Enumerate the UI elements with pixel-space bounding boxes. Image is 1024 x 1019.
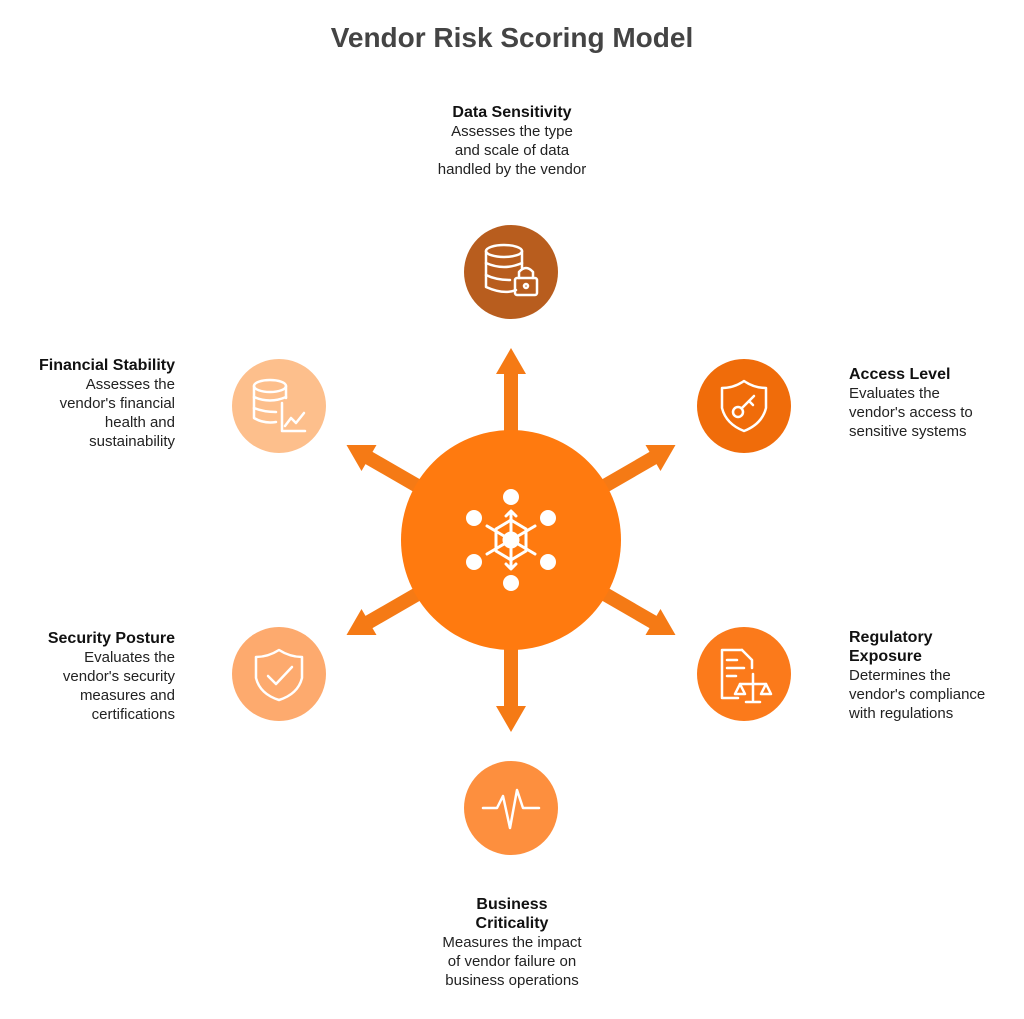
- regulatory-exposure-circle: [697, 627, 791, 721]
- document-scales-icon: [720, 648, 773, 704]
- business-criticality-label: Business Criticality Measures the impact…: [412, 895, 612, 990]
- shield-check-icon: [254, 648, 304, 702]
- network-hub-icon: [466, 489, 556, 591]
- financial-stability-circle: [232, 359, 326, 453]
- access-level-desc-3: sensitive systems: [849, 423, 967, 440]
- access-level-desc-1: Evaluates the: [849, 385, 940, 402]
- security-posture-desc-4: certifications: [91, 706, 175, 723]
- data-sensitivity-circle: [464, 225, 558, 319]
- data-sensitivity-desc-3: handled by the vendor: [437, 161, 587, 178]
- data-sensitivity-desc-1: Assesses the type: [451, 123, 573, 140]
- business-criticality-heading-1: Business: [476, 896, 548, 913]
- data-sensitivity-label: Data Sensitivity Assesses the type and s…: [412, 103, 612, 179]
- regulatory-exposure-label: Regulatory Exposure Determines the vendo…: [849, 628, 1019, 723]
- business-criticality-heading-2: Criticality: [475, 915, 549, 932]
- financial-stability-desc-2: vendor's financial: [59, 395, 175, 412]
- database-chart-icon: [252, 378, 307, 433]
- shield-key-icon: [720, 379, 768, 433]
- financial-stability-heading: Financial Stability: [38, 357, 175, 374]
- financial-stability-label: Financial Stability Assesses the vendor'…: [5, 356, 175, 451]
- access-level-desc-2: vendor's access to: [849, 404, 973, 421]
- financial-stability-desc-1: Assesses the: [85, 376, 175, 393]
- financial-stability-desc-4: sustainability: [89, 433, 175, 450]
- regulatory-exposure-desc-1: Determines the: [849, 667, 951, 684]
- database-lock-icon: [484, 243, 539, 297]
- security-posture-desc-1: Evaluates the: [84, 649, 175, 666]
- regulatory-exposure-desc-3: with regulations: [849, 705, 954, 722]
- business-criticality-desc-1: Measures the impact: [442, 934, 582, 951]
- data-sensitivity-desc-2: and scale of data: [454, 142, 570, 159]
- business-criticality-desc-3: business operations: [445, 972, 579, 989]
- data-sensitivity-heading: Data Sensitivity: [452, 104, 572, 121]
- regulatory-exposure-desc-2: vendor's compliance: [849, 686, 986, 703]
- security-posture-heading: Security Posture: [47, 630, 175, 647]
- business-criticality-desc-2: of vendor failure on: [447, 953, 577, 970]
- access-level-label: Access Level Evaluates the vendor's acce…: [849, 365, 1019, 441]
- access-level-heading: Access Level: [849, 366, 951, 383]
- regulatory-exposure-heading-1: Regulatory: [849, 629, 933, 646]
- security-posture-circle: [232, 627, 326, 721]
- security-posture-desc-2: vendor's security: [62, 668, 175, 685]
- pulse-icon: [481, 788, 541, 830]
- diagram-title: Vendor Risk Scoring Model: [330, 22, 694, 53]
- security-posture-desc-3: measures and: [79, 687, 175, 704]
- business-criticality-circle: [464, 761, 558, 855]
- financial-stability-desc-3: health and: [104, 414, 175, 431]
- regulatory-exposure-heading-2: Exposure: [849, 648, 922, 665]
- security-posture-label: Security Posture Evaluates the vendor's …: [5, 629, 175, 724]
